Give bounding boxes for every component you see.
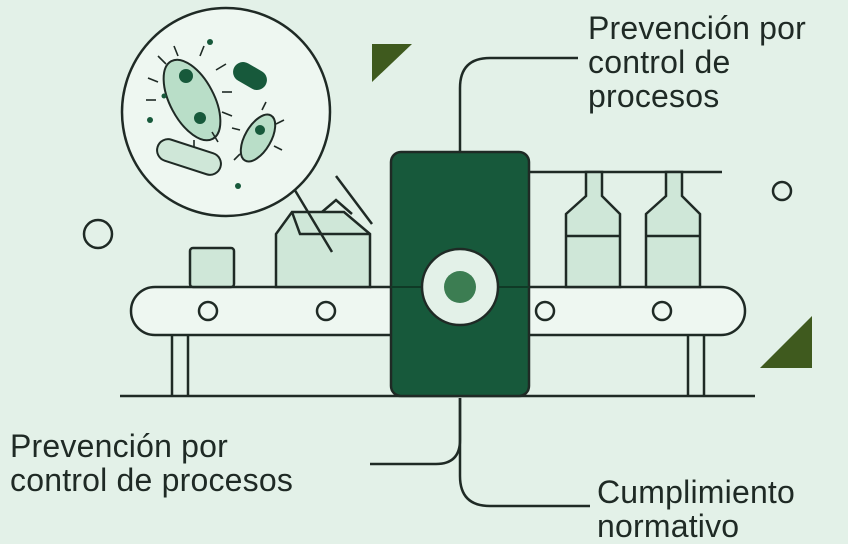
label-top-line-1: Prevención por [588, 10, 807, 46]
label-process-control-prevention-left: Prevención por control de procesos [10, 429, 293, 497]
conveyor-rollers [197, 300, 673, 322]
label-bottom-line-2: normativo [597, 508, 740, 544]
label-left-line-2: control de procesos [10, 462, 294, 498]
label-regulatory-compliance: Cumplimiento normativo [597, 475, 795, 543]
decorative-triangle-right [760, 316, 812, 368]
label-top-line-2: control de [588, 44, 731, 80]
sensor-core [444, 271, 476, 303]
label-bottom-line-1: Cumplimiento [597, 474, 796, 510]
decorative-circle-right [771, 180, 793, 202]
callout-line-bottom-right [458, 398, 590, 508]
label-left-line-1: Prevención por [10, 428, 229, 464]
callout-line-bottom-left [370, 398, 462, 466]
bacteria-magnifier-icon [120, 6, 373, 253]
bottle-icon [564, 170, 702, 289]
label-top-line-3: procesos [588, 78, 720, 114]
carton-icon [274, 198, 372, 289]
callout-line-top [458, 56, 578, 152]
decorative-triangle-top [372, 44, 412, 82]
label-process-control-prevention-top: Prevención por control de procesos [588, 11, 806, 113]
box-icon [188, 246, 236, 289]
decorative-circle-left [82, 218, 114, 250]
